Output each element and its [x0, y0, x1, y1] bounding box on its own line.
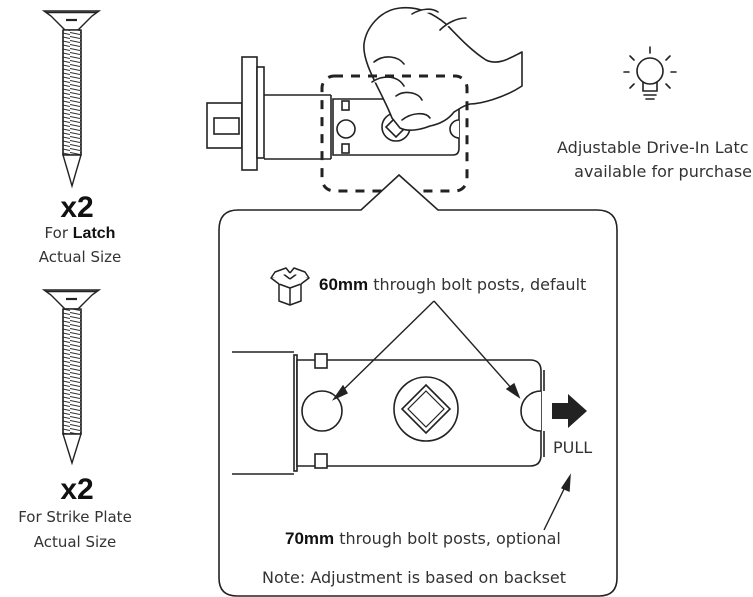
pull-label: PULL: [553, 438, 593, 457]
strike-screw-quantity: x2: [60, 473, 94, 506]
tip-line-2: available for purchase: [574, 162, 752, 181]
pull-arrow-icon: [552, 394, 587, 428]
screw-latch-icon: [41, 10, 102, 189]
strike-screw-purpose: For Strike Plate: [18, 508, 132, 526]
screw-strike-plate-icon: [41, 289, 102, 466]
latch-screw-size-note: Actual Size: [38, 248, 122, 266]
tip-line-1: Adjustable Drive-In Latc: [557, 140, 749, 156]
backset-footnote: Note: Adjustment is based on backset: [262, 568, 567, 587]
open-box-icon: [270, 267, 310, 306]
latch-screw-quantity: x2: [60, 191, 94, 224]
measurement-arrows: [331, 300, 571, 531]
lightbulb-icon: [623, 46, 677, 100]
enlarged-latch-plate: [232, 351, 545, 475]
strike-screw-size-note: Actual Size: [33, 533, 117, 551]
latch-screw-purpose: For Latch: [44, 224, 116, 242]
hand-icon: [363, 6, 523, 131]
optional-spacing-label: 70mm through bolt posts, optional: [285, 529, 561, 548]
default-spacing-label: 60mm through bolt posts, default: [319, 275, 587, 294]
